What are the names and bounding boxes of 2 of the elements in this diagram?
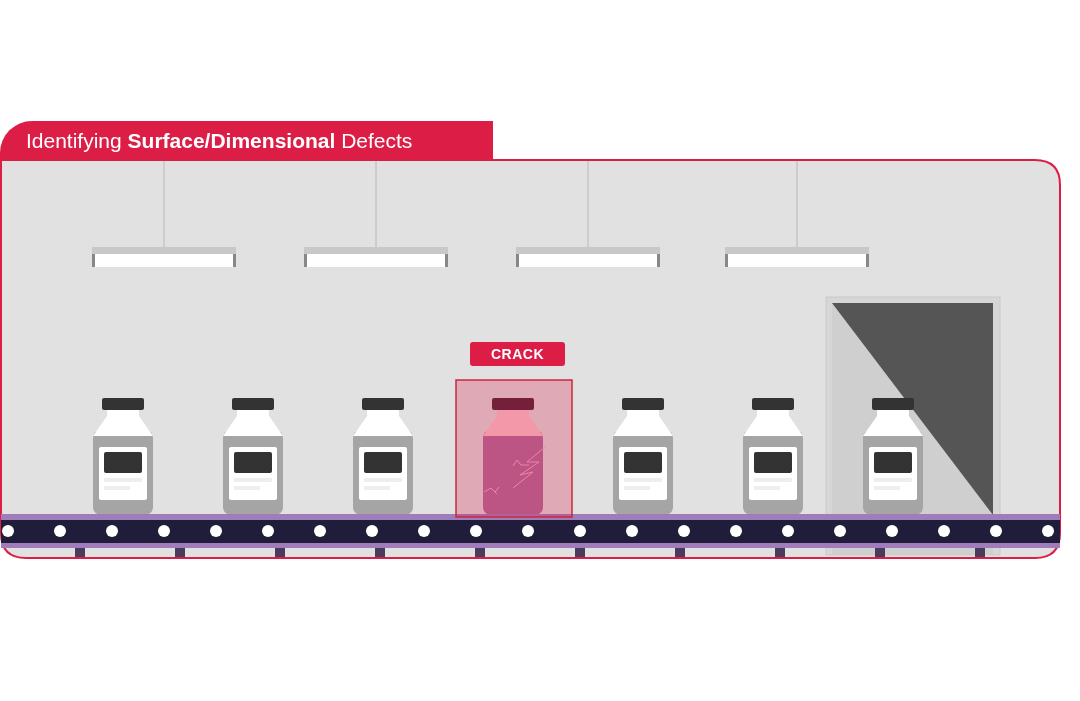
defect-tag: CRACK bbox=[470, 342, 565, 366]
title-banner: Identifying Surface/Dimensional Defects bbox=[0, 121, 493, 160]
